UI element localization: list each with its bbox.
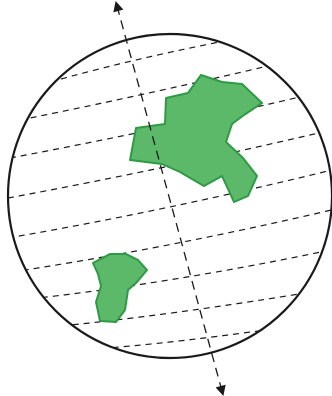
rotation-axis [117,6,222,391]
latitude-line [20,248,332,300]
landmasses [93,75,262,322]
large-landmass [130,75,262,202]
latitude-line [40,22,330,85]
latitude-lines [8,22,332,350]
globe-outline [8,34,332,358]
latitude-line [8,168,332,238]
small-landmass [93,254,147,322]
latitude-line [12,208,332,272]
latitude-line [80,322,320,350]
